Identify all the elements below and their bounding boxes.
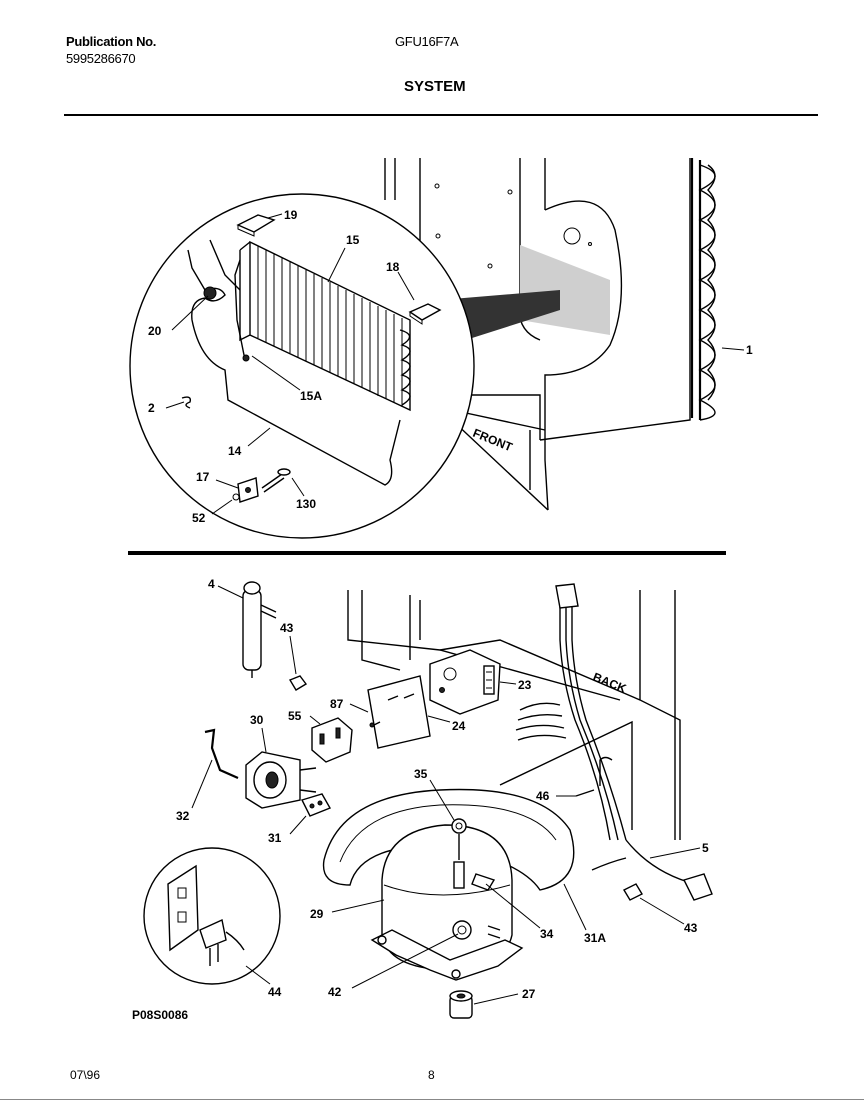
clip-43-lower — [623, 883, 643, 901]
detail-circle-lower — [143, 847, 281, 985]
label-34: 34 — [540, 927, 554, 941]
clip-2 — [181, 396, 192, 409]
label-15: 15 — [346, 233, 360, 247]
evaporator — [234, 240, 411, 412]
detail-circle-upper — [129, 193, 475, 539]
compressor-29 — [370, 824, 524, 981]
label-52: 52 — [192, 511, 206, 525]
bracket-17 — [232, 477, 259, 503]
label-27: 27 — [522, 987, 536, 1001]
label-front: FRONT — [471, 426, 515, 455]
grommet-27 — [449, 990, 473, 1019]
header-rule — [64, 114, 818, 116]
label-15a: 15A — [300, 389, 322, 403]
screws-87 — [369, 693, 415, 728]
screw-130 — [261, 468, 291, 493]
label-30: 30 — [250, 713, 264, 727]
label-back: BACK — [591, 670, 629, 696]
wire-harness — [515, 583, 713, 901]
label-35: 35 — [414, 767, 428, 781]
timer-23 — [429, 649, 501, 715]
label-32: 32 — [176, 809, 190, 823]
wire-32 — [204, 728, 239, 780]
label-29: 29 — [310, 907, 324, 921]
label-87: 87 — [330, 697, 344, 711]
clip-43-upper — [288, 675, 308, 691]
lower-leaders — [191, 585, 701, 1005]
pad-19 — [236, 214, 276, 237]
label-43-lower: 43 — [684, 921, 698, 935]
label-14: 14 — [228, 444, 242, 458]
label-20: 20 — [148, 324, 162, 338]
screw-46 — [575, 756, 613, 797]
footer-date: 07\96 — [70, 1068, 101, 1082]
label-42: 42 — [328, 985, 342, 999]
label-4: 4 — [208, 577, 215, 591]
label-130: 130 — [296, 497, 316, 511]
timer-bracket-24 — [367, 675, 431, 749]
condenser-coil — [690, 158, 745, 421]
relay-30 — [245, 751, 317, 809]
label-31a: 31A — [584, 931, 606, 945]
upper-leaders — [165, 213, 415, 515]
label-31: 31 — [268, 831, 282, 845]
pad-18 — [408, 303, 442, 325]
label-19: 19 — [284, 208, 298, 222]
label-46: 46 — [536, 789, 550, 803]
page-number: 8 — [428, 1068, 435, 1082]
label-23: 23 — [518, 678, 532, 692]
model-number: GFU16F7A — [395, 34, 459, 49]
label-44: 44 — [268, 985, 282, 999]
publication-number: 5995286670 — [66, 51, 136, 66]
section-divider — [128, 551, 726, 555]
label-43-upper: 43 — [280, 621, 294, 635]
drawing-id: P08S0086 — [132, 1008, 189, 1022]
label-55: 55 — [288, 709, 302, 723]
thermostat-sensor — [187, 239, 401, 486]
section-title: SYSTEM — [404, 78, 466, 95]
connector-31 — [301, 793, 332, 817]
capacitor-55 — [311, 717, 353, 763]
cabinet-back — [347, 590, 681, 840]
drier-4 — [242, 581, 277, 678]
label-24: 24 — [452, 719, 466, 733]
label-18: 18 — [386, 260, 400, 274]
bottom-edge — [0, 1099, 864, 1100]
label-2: 2 — [148, 401, 155, 415]
label-1: 1 — [746, 343, 753, 357]
label-17: 17 — [196, 470, 210, 484]
publication-label: Publication No. — [66, 34, 157, 49]
grommet-35-stud — [451, 818, 467, 889]
wall-outlet-44 — [167, 864, 245, 966]
label-5: 5 — [702, 841, 709, 855]
